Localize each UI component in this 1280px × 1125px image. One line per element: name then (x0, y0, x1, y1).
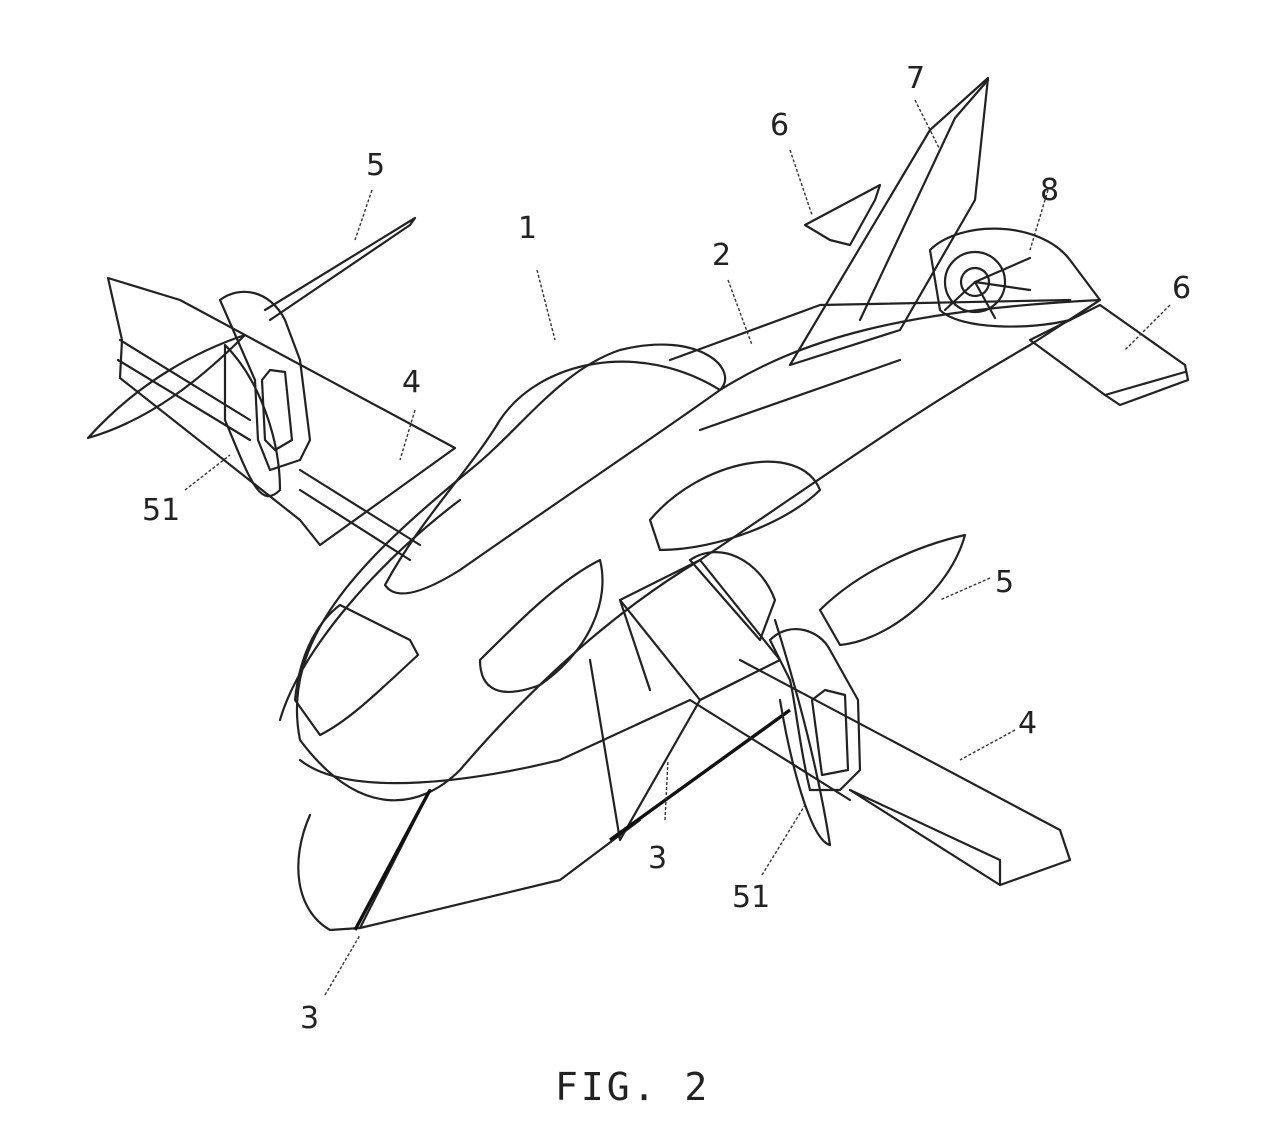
ref-5-right: 5 (995, 565, 1014, 600)
ref-6-left: 6 (770, 108, 789, 143)
ref-3-mid: 3 (648, 841, 667, 876)
ref-5-left: 5 (366, 148, 385, 183)
ref-51-right: 51 (732, 880, 770, 915)
nacelle-left (218, 290, 312, 472)
ref-2: 2 (712, 238, 731, 273)
tail-wing-right (1028, 303, 1190, 407)
ref-1: 1 (518, 211, 537, 246)
ref-7: 7 (906, 61, 925, 96)
leader-lines (184, 99, 1171, 996)
ducted-fan (928, 227, 1102, 328)
propeller-right (688, 533, 967, 847)
ref-4-right: 4 (1018, 706, 1037, 741)
vertical-stabilizer (788, 76, 990, 367)
ref-6-right: 6 (1172, 271, 1191, 306)
wing-right (688, 658, 1072, 887)
cockpit-window (278, 498, 462, 737)
nacelle-right (768, 628, 862, 792)
ref-51-left: 51 (142, 493, 180, 528)
fuselage (295, 298, 1102, 802)
wing-left (106, 276, 457, 562)
tail-wing-left (803, 183, 882, 247)
ref-8: 8 (1040, 173, 1059, 208)
ref-3-front: 3 (300, 1001, 319, 1036)
tail-boom (668, 298, 1072, 432)
ref-4-left: 4 (402, 365, 421, 400)
figure-caption: FIG. 2 (555, 1065, 710, 1109)
landing-gear-front (297, 698, 692, 932)
propeller-left (86, 216, 417, 498)
